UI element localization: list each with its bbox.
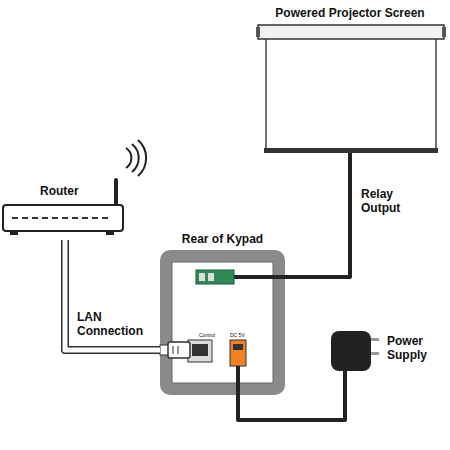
port-label: Control xyxy=(199,333,215,338)
cable-stroke xyxy=(285,156,350,277)
router-icon xyxy=(3,140,146,235)
cable-connector xyxy=(285,156,350,277)
power-supply-node: Power Supply xyxy=(325,325,445,375)
cable-stroke xyxy=(65,240,160,350)
node-label: Rear of Kypad xyxy=(160,233,285,247)
node-label: Powered Projector Screen xyxy=(255,7,445,21)
port-label: DC 5V xyxy=(230,333,245,338)
edge-label: LAN Connection xyxy=(76,311,150,339)
router-node: Router xyxy=(0,183,140,240)
cable-stroke xyxy=(65,240,160,350)
screen-node: Powered Projector Screen xyxy=(255,3,445,156)
cable-stroke xyxy=(238,375,345,420)
edge-label: Relay Output xyxy=(360,188,424,216)
projector-screen xyxy=(256,25,446,156)
keypad-node: Rear of Kypad xyxy=(160,230,285,395)
power-adapter xyxy=(331,331,379,375)
cable-connector xyxy=(238,375,345,420)
node-label: Router xyxy=(40,185,130,199)
node-label: Power Supply xyxy=(387,335,445,363)
cable-connector xyxy=(65,240,160,350)
keypad-rear xyxy=(160,250,285,395)
